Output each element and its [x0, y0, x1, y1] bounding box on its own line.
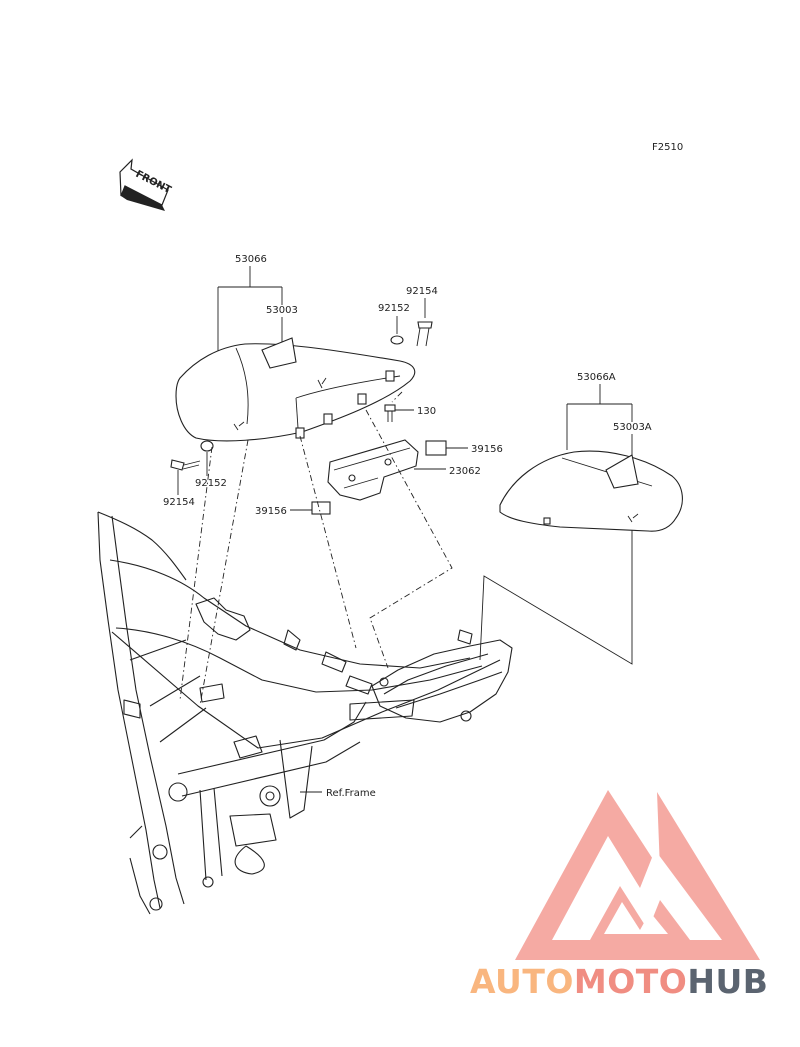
motorcycle-frame — [97, 511, 513, 915]
watermark-part1: AUTO — [470, 962, 574, 1001]
bolt-left-icon — [170, 459, 201, 471]
callout-53066: 53066 — [235, 254, 267, 265]
washer-right-icon — [390, 335, 404, 345]
cowl-assembly-lines — [479, 530, 633, 665]
watermark-part2: MOTO — [573, 962, 688, 1001]
callout-92152-left: 92152 — [195, 478, 227, 489]
watermark-logo-icon — [515, 790, 760, 960]
callout-23062: 23062 — [449, 466, 481, 477]
front-arrow-icon: FRONT — [119, 158, 173, 211]
cowl-callouts: 53066A 53003A — [566, 372, 652, 456]
damper-left-icon — [311, 501, 331, 515]
washer-left-icon — [200, 440, 214, 452]
seat-callouts: 53066 53003 92154 92152 130 39156 23062 … — [163, 254, 503, 517]
ref-frame-label: Ref.Frame — [326, 788, 376, 799]
seat-cowl — [499, 450, 683, 532]
callout-92154-left: 92154 — [163, 497, 195, 508]
watermark-text: AUTOMOTOHUB — [470, 962, 800, 1002]
screw-icon — [384, 404, 396, 422]
fasteners — [170, 321, 447, 515]
callout-92154-right: 92154 — [406, 286, 438, 297]
reference-lines — [179, 391, 453, 706]
callout-92152-right: 92152 — [378, 303, 410, 314]
figure-code: F2510 — [652, 142, 683, 153]
callout-53003: 53003 — [266, 305, 298, 316]
callout-53003A: 53003A — [613, 422, 652, 433]
callout-53066A: 53066A — [577, 372, 616, 383]
callout-39156-left: 39156 — [255, 506, 287, 517]
rider-seat — [175, 337, 416, 442]
watermark-part3: HUB — [687, 962, 769, 1001]
seat-bracket — [327, 439, 419, 501]
damper-right-icon — [425, 440, 447, 456]
callout-39156-right: 39156 — [471, 444, 503, 455]
bolt-right-icon — [416, 321, 433, 347]
callout-130: 130 — [417, 406, 436, 417]
